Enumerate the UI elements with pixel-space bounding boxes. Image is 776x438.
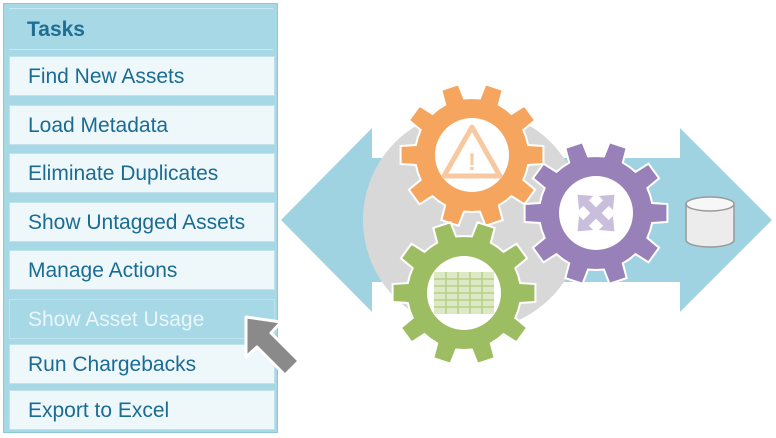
task-load-metadata[interactable]: Load Metadata [9,105,275,145]
tasks-panel: Tasks Find New Assets Load Metadata Elim… [3,3,278,433]
task-show-asset-usage[interactable]: Show Asset Usage [9,299,275,339]
move-arrows-icon [577,194,615,232]
task-eliminate-duplicates[interactable]: Eliminate Duplicates [9,153,275,193]
arrow-pointer-icon [244,315,301,377]
spreadsheet-icon [434,272,494,314]
warning-gear: ! [399,83,545,227]
task-find-new-assets[interactable]: Find New Assets [9,56,275,96]
spreadsheet-gear [391,221,537,365]
task-export-to-excel[interactable]: Export to Excel [9,390,275,430]
warning-icon: ! [441,124,503,179]
svg-text:!: ! [468,149,476,176]
move-gear [523,141,669,285]
tasks-header: Tasks [9,8,273,50]
task-manage-actions[interactable]: Manage Actions [9,250,275,290]
database-icon [685,196,735,248]
task-show-untagged-assets[interactable]: Show Untagged Assets [9,202,275,242]
task-run-chargebacks[interactable]: Run Chargebacks [9,344,275,384]
